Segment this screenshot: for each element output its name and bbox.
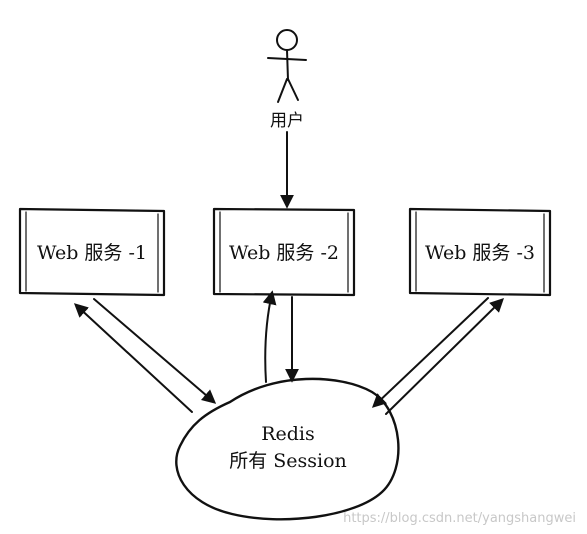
redis-title: Redis [261, 423, 315, 445]
web-service-label-1: Web 服务 -1 [37, 242, 147, 264]
web3-to-redis-arrow [371, 297, 489, 408]
redis-to-web3-arrow [385, 298, 504, 415]
web-service-box-2: Web 服务 -2 [212, 207, 356, 297]
redis-cloud: Redis 所有 Session [175, 377, 400, 521]
redis-subtitle: 所有 Session [229, 450, 347, 472]
web-service-box-1: Web 服务 -1 [18, 207, 166, 297]
redis-to-web1-arrow [73, 303, 193, 413]
web-service-label-2: Web 服务 -2 [229, 242, 339, 264]
redis-to-web2-arrow [262, 290, 277, 383]
watermark-text: https://blog.csdn.net/yangshangwei [343, 511, 576, 526]
web-service-label-3: Web 服务 -3 [425, 242, 535, 264]
user-label: 用户 [270, 111, 304, 131]
web1-to-redis-arrow [93, 298, 217, 404]
web-service-box-3: Web 服务 -3 [408, 207, 552, 297]
user-icon [267, 29, 307, 103]
